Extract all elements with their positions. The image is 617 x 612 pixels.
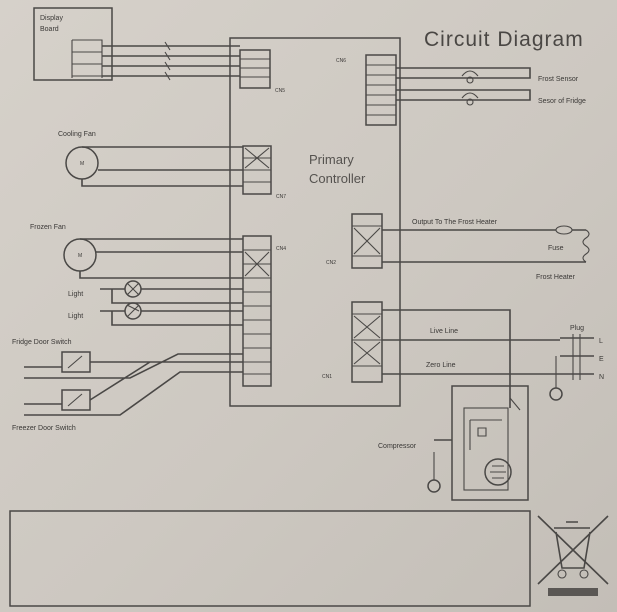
svg-text:M: M: [78, 253, 82, 259]
cn4-label: CN4: [276, 246, 286, 252]
controller-label-2: Controller: [309, 171, 366, 186]
cn5-label: CN5: [275, 88, 285, 94]
diagram-title: Circuit Diagram: [424, 28, 584, 51]
cooling-fan-label: Cooling Fan: [58, 131, 96, 138]
frost-sensor-label: Frost Sensor: [538, 76, 579, 83]
fridge-door-switch-label: Fridge Door Switch: [12, 339, 72, 346]
cooling-fan: Cooling Fan M: [58, 131, 243, 187]
output-frost-heater-label: Output To The Frost Heater: [412, 219, 498, 226]
svg-text:M: M: [80, 161, 84, 167]
connector-cn1: CN1 Live Line Zero Line: [322, 301, 560, 408]
display-board: Display Board: [33, 7, 113, 81]
light-1-label: Light: [68, 291, 83, 298]
plug-pin-l: L: [599, 338, 603, 345]
plug-ground-icon: [549, 387, 563, 401]
display-board-label-2: Board: [40, 26, 59, 33]
connector-cn4: CN4: [242, 235, 286, 387]
zero-line-label: Zero Line: [426, 362, 456, 369]
cn2-label: CN2: [326, 260, 336, 266]
connector-cn2: CN2 Output To The Frost Heater Fuse Fros…: [326, 213, 590, 281]
frost-heater-label: Frost Heater: [536, 274, 576, 281]
cn1-label: CN1: [322, 374, 332, 380]
plug: Plug L E N: [549, 325, 604, 401]
weee-bin-icon: [537, 515, 609, 596]
cn7-label: CN7: [276, 194, 286, 200]
lights: Light Light: [68, 280, 243, 326]
door-switches: Fridge Door Switch Freezer Door Switch: [12, 339, 243, 432]
compressor-ground-icon: [427, 479, 441, 493]
connector-cn7: CN7: [242, 145, 286, 200]
controller-label-1: Primary: [309, 152, 354, 167]
cn6-label: CN6: [336, 58, 346, 64]
plug-pin-n: N: [599, 374, 604, 381]
connector-cn6: CN6 Frost Sensor Sesor of Fridge: [336, 54, 586, 126]
freezer-door-switch-label: Freezer Door Switch: [12, 425, 76, 432]
fuse-label: Fuse: [548, 245, 564, 252]
live-line-label: Live Line: [430, 328, 458, 335]
display-board-label-1: Display: [40, 15, 63, 22]
sensor-of-fridge-label: Sesor of Fridge: [538, 98, 586, 105]
bottom-frame: [9, 510, 531, 607]
plug-pin-e: E: [599, 356, 604, 363]
frozen-fan: Frozen Fan M: [30, 224, 243, 279]
compressor-label: Compressor: [378, 443, 417, 450]
primary-controller: Primary Controller: [229, 37, 401, 407]
frozen-fan-label: Frozen Fan: [30, 224, 66, 231]
compressor: Compressor: [378, 385, 529, 501]
plug-label: Plug: [570, 325, 584, 332]
connector-cn5: CN5: [102, 41, 285, 94]
light-2-label: Light: [68, 313, 83, 320]
